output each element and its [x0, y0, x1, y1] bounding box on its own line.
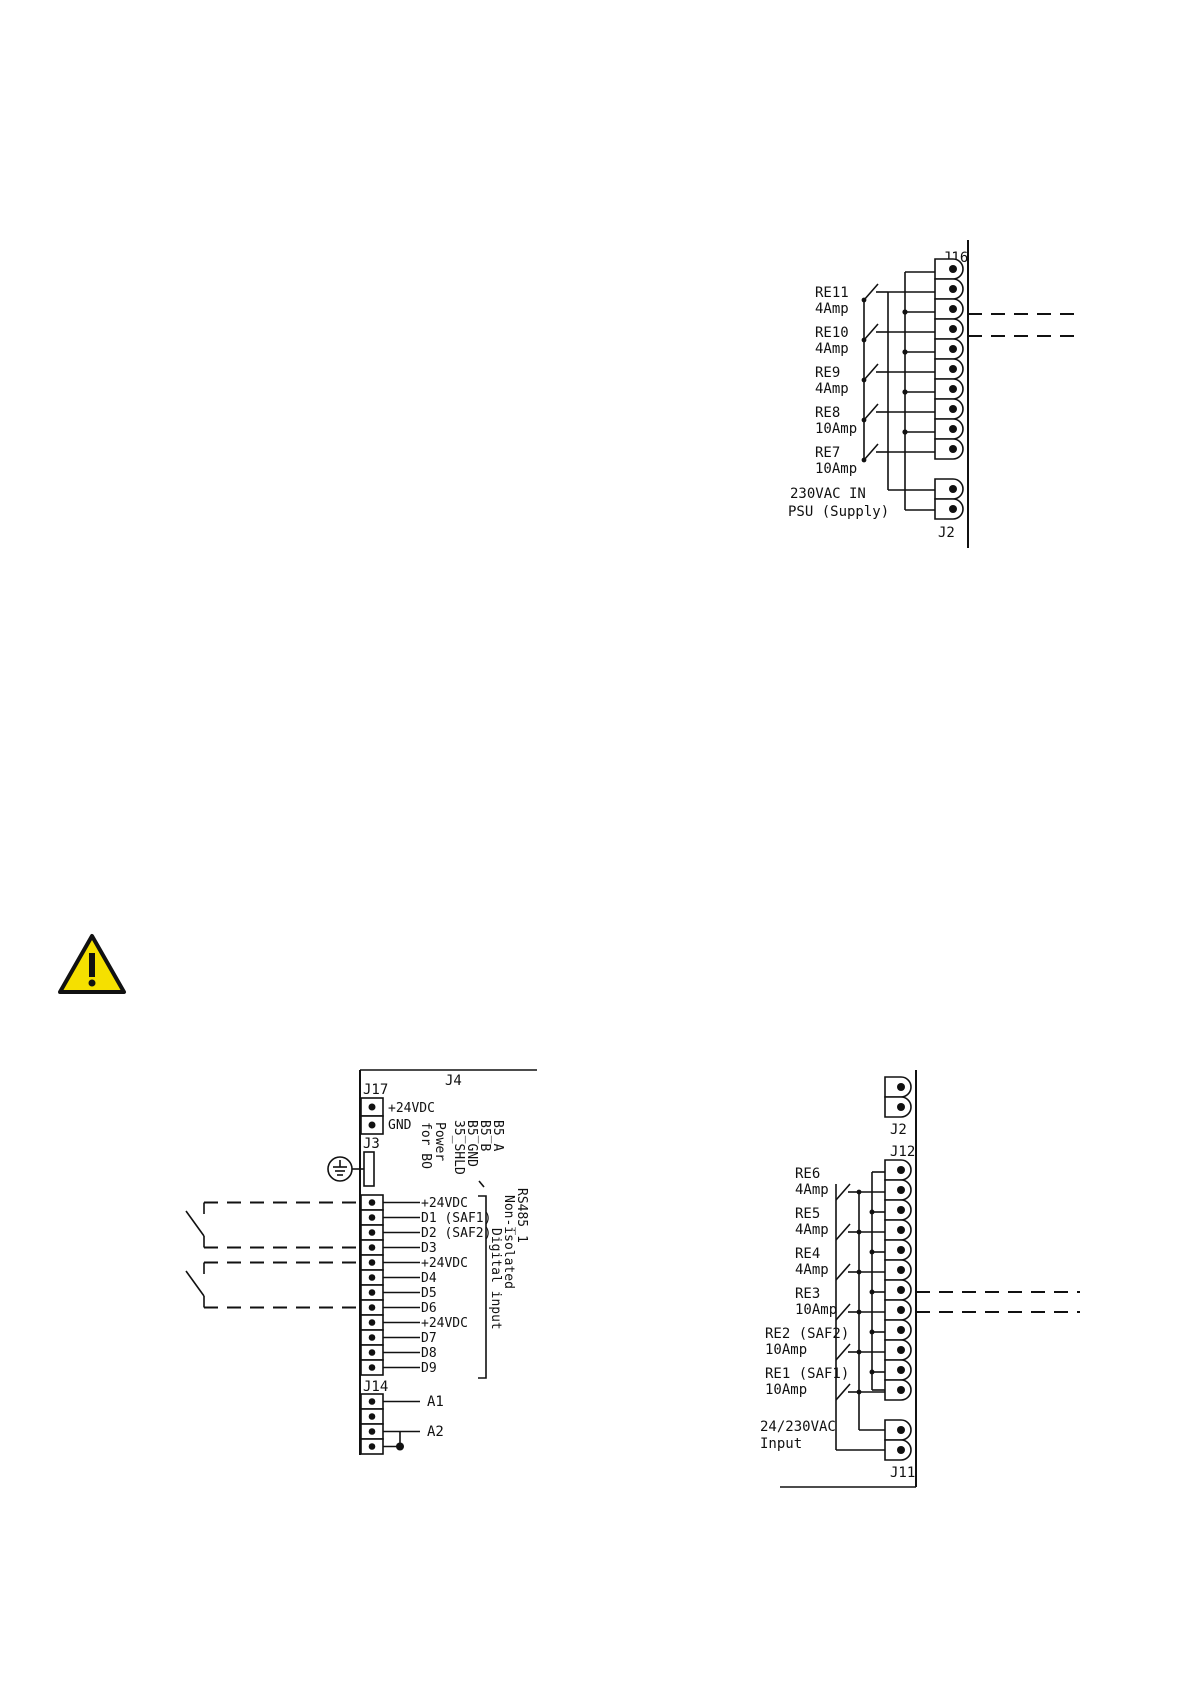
- j14-label: J14: [363, 1379, 388, 1395]
- digital-pin: +24VDC: [421, 1256, 468, 1271]
- relay-rating: 4Amp: [795, 1262, 829, 1278]
- warning-triangle-icon: [58, 934, 126, 994]
- relay-rating: 4Amp: [815, 341, 849, 357]
- relay-rating: 4Amp: [815, 301, 849, 317]
- relay-rating: 10Amp: [815, 421, 857, 437]
- relay-rating: 4Amp: [815, 381, 849, 397]
- digital-pin: D6: [421, 1301, 437, 1316]
- ground-icon: [327, 1156, 353, 1182]
- relay-name: RE9: [815, 365, 840, 381]
- relay-name: RE10: [815, 325, 849, 341]
- relay-name: RE2 (SAF2): [765, 1326, 849, 1342]
- digital-pin: +24VDC: [421, 1316, 468, 1331]
- relay-name: RE11: [815, 285, 849, 301]
- rs485-pin: B5_B: [477, 1120, 492, 1151]
- digital-pin: D7: [421, 1331, 437, 1346]
- digital-pin: D4: [421, 1271, 437, 1286]
- relay-name: RE3: [795, 1286, 820, 1302]
- j3-label: J3: [363, 1136, 380, 1152]
- j2-label: J2: [890, 1122, 907, 1138]
- input-label-line2: Input: [760, 1436, 802, 1452]
- relay-name: RE7: [815, 445, 840, 461]
- power-label: for BO: [418, 1122, 433, 1169]
- supply-label-line2: PSU (Supply): [788, 504, 889, 520]
- j17-label: J17: [363, 1082, 388, 1098]
- j11-label: J11: [890, 1465, 915, 1481]
- j17-pin: GND: [388, 1118, 412, 1133]
- j17-pin: +24VDC: [388, 1101, 435, 1116]
- j12-label: J12: [890, 1144, 915, 1160]
- input-diagram: J4 J17 +24VDC GND B5_A B5_B B5_GND 35_SH…: [185, 1069, 537, 1455]
- j2-label: J2: [938, 525, 955, 541]
- relay-name: RE5: [795, 1206, 820, 1222]
- supply-label-line1: 230VAC IN: [790, 486, 866, 502]
- j4-label: J4: [445, 1073, 462, 1089]
- digital-pin: D9: [421, 1361, 437, 1376]
- analog-pin: A1: [427, 1394, 444, 1410]
- relay-name: RE1 (SAF1): [765, 1366, 849, 1382]
- power-label: Power: [432, 1122, 447, 1161]
- group-label: Digital input: [488, 1228, 503, 1330]
- relay-rating: 10Amp: [815, 461, 857, 477]
- digital-input-leads: [383, 1201, 420, 1369]
- rs485-pin: B5_A: [490, 1120, 505, 1151]
- relay-rating: 10Amp: [765, 1342, 807, 1358]
- group-label: Non-isolated: [501, 1195, 516, 1289]
- j16-relay-diagram: J16 J2: [788, 240, 1080, 548]
- input-label-line1: 24/230VAC: [760, 1419, 836, 1435]
- relay-name: RE4: [795, 1246, 820, 1262]
- relay-rating: 10Amp: [795, 1302, 837, 1318]
- j12-terminal-block: [884, 1159, 912, 1461]
- digital-pin: D8: [421, 1346, 437, 1361]
- relay-rating: 4Amp: [795, 1222, 829, 1238]
- rs485-pin: 35_SHLD: [451, 1120, 466, 1175]
- relay-contacts: [861, 283, 935, 463]
- digital-pin: +24VDC: [421, 1196, 468, 1211]
- rs485-pin: B5_GND: [464, 1120, 479, 1167]
- digital-input-terminals: [360, 1194, 384, 1376]
- digital-pin: D2 (SAF2): [421, 1226, 491, 1241]
- j16-terminal-block: [934, 258, 964, 520]
- analog-pin: A2: [427, 1424, 444, 1440]
- field-switches: [185, 1201, 361, 1309]
- digital-pin: D1 (SAF1): [421, 1211, 491, 1226]
- digital-pin: D5: [421, 1286, 437, 1301]
- digital-pin: D3: [421, 1241, 437, 1256]
- relay-rating: 10Amp: [765, 1382, 807, 1398]
- relay-name: RE6: [795, 1166, 820, 1182]
- relay-contacts: [835, 1183, 885, 1401]
- group-label: RS485_1: [514, 1188, 529, 1243]
- relay-rating: 4Amp: [795, 1182, 829, 1198]
- j12-relay-diagram: J2 J12 J11: [760, 1070, 1080, 1488]
- relay-name: RE8: [815, 405, 840, 421]
